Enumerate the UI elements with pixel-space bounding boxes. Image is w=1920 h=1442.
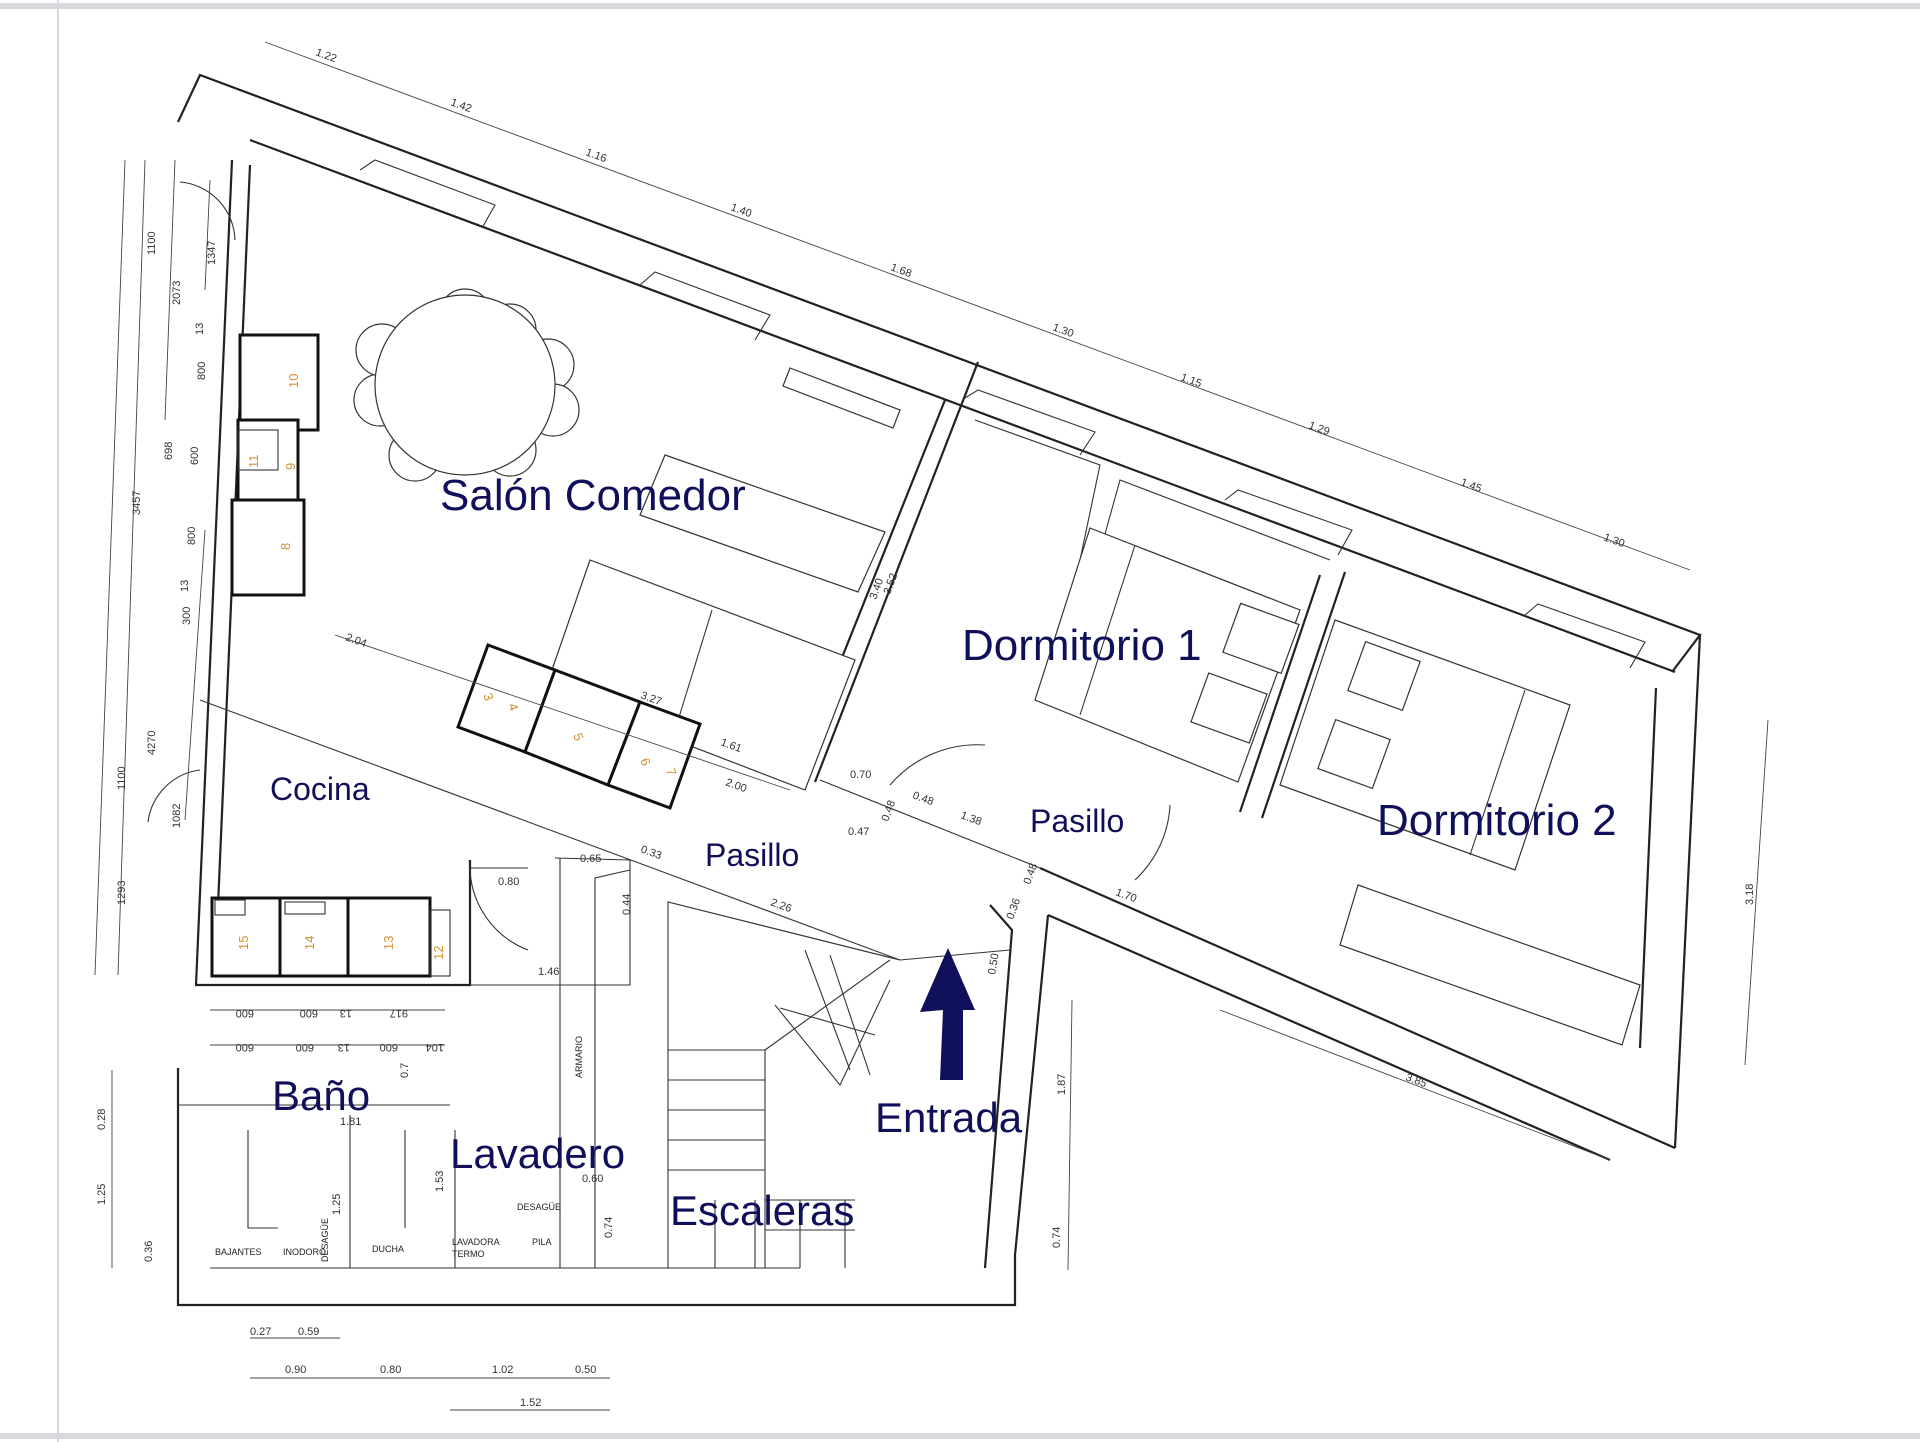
room-labels: Salón Comedor Dormitorio 1 Dormitorio 2 … xyxy=(270,471,1617,1234)
dimension-label: 1.25 xyxy=(96,1184,108,1205)
entrance-arrow xyxy=(920,948,975,1080)
cabinet-number: 3 xyxy=(480,691,497,703)
room-label-escaleras: Escaleras xyxy=(670,1187,854,1234)
room-label-pasillo-2: Pasillo xyxy=(1030,803,1124,839)
fixture-labels: BAJANTES INODORO DESAGÜE DUCHA LAVADORA … xyxy=(215,1036,584,1262)
dimension-label: 1347 xyxy=(206,241,218,265)
dimension-label: 0.80 xyxy=(498,876,519,888)
walls xyxy=(176,73,1702,1307)
fixture-pila: PILA xyxy=(532,1237,552,1247)
dimension-lines xyxy=(94,41,1769,1411)
dimension-label: 0.80 xyxy=(380,1364,401,1376)
dimension-label: 1.25 xyxy=(331,1194,343,1215)
dimension-labels: 1.22 1.42 1.16 1.40 1.68 1.30 1.15 1.29 … xyxy=(96,47,1756,1409)
dimension-label: 698 xyxy=(163,442,175,460)
fixture-inodoro: INODORO xyxy=(283,1247,326,1257)
dimension-label: 917 xyxy=(390,1007,408,1019)
fixture-armario: ARMARIO xyxy=(574,1036,584,1078)
dimension-label: 300 xyxy=(181,607,193,625)
dimension-label: 0.60 xyxy=(582,1173,603,1185)
dimension-label: 1.52 xyxy=(520,1397,541,1409)
dimension-label: 0.36 xyxy=(143,1241,155,1262)
cabinet-number: 4 xyxy=(505,701,522,713)
room-label-bano: Baño xyxy=(272,1072,370,1119)
kitchen-cabinets xyxy=(210,333,702,978)
dimension-label: 1293 xyxy=(116,881,128,905)
cabinet-number: 6 xyxy=(637,756,654,768)
room-label-dormitorio-2: Dormitorio 2 xyxy=(1377,796,1617,845)
dimension-label: 3457 xyxy=(131,491,143,515)
room-label-dormitorio-1: Dormitorio 1 xyxy=(962,621,1202,670)
dimension-label: 4270 xyxy=(146,731,158,755)
fixture-lavadora: LAVADORA xyxy=(452,1237,500,1247)
cabinet-number: 10 xyxy=(286,374,301,388)
fixture-desague-2: DESAGÜE xyxy=(517,1202,561,1212)
dimension-label: 13 xyxy=(179,580,191,592)
dimension-label: 104 xyxy=(426,1041,444,1053)
cabinet-number: 9 xyxy=(283,463,298,470)
room-label-entrada: Entrada xyxy=(875,1094,1023,1141)
cabinet-numbers: 10 11 9 8 3 4 5 6 7 15 14 13 12 xyxy=(236,374,680,960)
dimension-label: 0.44 xyxy=(621,894,633,915)
dimension-label: 600 xyxy=(236,1041,254,1053)
dimension-label: 0.59 xyxy=(298,1326,319,1338)
dimension-label: 1.02 xyxy=(492,1364,513,1376)
cabinet-number: 5 xyxy=(570,731,587,743)
fixture-bajantes: BAJANTES xyxy=(215,1247,262,1257)
dimension-label: 3.18 xyxy=(1744,884,1756,905)
dimension-label: 13 xyxy=(194,323,206,335)
fixture-termo: TERMO xyxy=(452,1249,485,1259)
dimension-label: 600 xyxy=(380,1041,398,1053)
dimension-label: 600 xyxy=(189,447,201,465)
cabinet-number: 8 xyxy=(278,543,293,550)
dimension-label: 1082 xyxy=(171,804,183,828)
dimension-label: 0.65 xyxy=(580,853,601,865)
dining-table xyxy=(353,288,580,482)
cabinet-number: 13 xyxy=(381,936,396,950)
dimension-label: 600 xyxy=(296,1041,314,1053)
island-cabinets xyxy=(456,643,702,810)
cabinet-number: 11 xyxy=(246,455,261,469)
dimension-label: 600 xyxy=(300,1007,318,1019)
furniture xyxy=(353,288,1641,1046)
stairs xyxy=(668,949,891,1268)
dimension-label: 800 xyxy=(186,527,198,545)
dimension-label: 1.46 xyxy=(538,966,559,978)
dimension-label: 13 xyxy=(340,1007,352,1019)
dimension-label: 1100 xyxy=(116,766,128,790)
cabinet-number: 15 xyxy=(236,936,251,950)
dimension-label: 0.74 xyxy=(1051,1227,1063,1248)
dimension-label: 0.50 xyxy=(986,952,1002,975)
dimension-label: 0.74 xyxy=(603,1217,615,1238)
dimension-label: 0.28 xyxy=(96,1109,108,1130)
cabinet-number: 14 xyxy=(302,936,317,950)
dimension-label: 13 xyxy=(338,1041,350,1053)
dimension-label: 0.47 xyxy=(848,826,869,838)
room-label-salon: Salón Comedor xyxy=(440,471,746,520)
cabinet-number: 12 xyxy=(431,946,446,960)
windows xyxy=(359,159,1646,669)
room-label-cocina: Cocina xyxy=(270,771,370,807)
dimension-label: 0.27 xyxy=(250,1326,271,1338)
fixture-ducha: DUCHA xyxy=(372,1244,404,1254)
room-label-lavadero: Lavadero xyxy=(450,1130,625,1177)
dimension-label: 1.81 xyxy=(340,1116,361,1128)
dimension-label: 0.7 xyxy=(399,1063,411,1078)
fixture-desague-1: DESAGÜE xyxy=(320,1218,330,1262)
dimension-label: 1.53 xyxy=(434,1171,446,1192)
dimension-label: 0.90 xyxy=(285,1364,306,1376)
room-label-pasillo-1: Pasillo xyxy=(705,837,799,873)
dimension-label: 600 xyxy=(236,1007,254,1019)
dimension-label: 1.87 xyxy=(1056,1074,1068,1095)
doors xyxy=(147,181,1171,951)
dimension-label: 0.50 xyxy=(575,1364,596,1376)
dimension-label: 2073 xyxy=(171,281,183,305)
dimension-label: 800 xyxy=(196,362,208,380)
dimension-label: 1100 xyxy=(146,231,158,255)
dimension-label: 0.70 xyxy=(850,769,871,781)
cabinet-number: 7 xyxy=(663,766,680,778)
